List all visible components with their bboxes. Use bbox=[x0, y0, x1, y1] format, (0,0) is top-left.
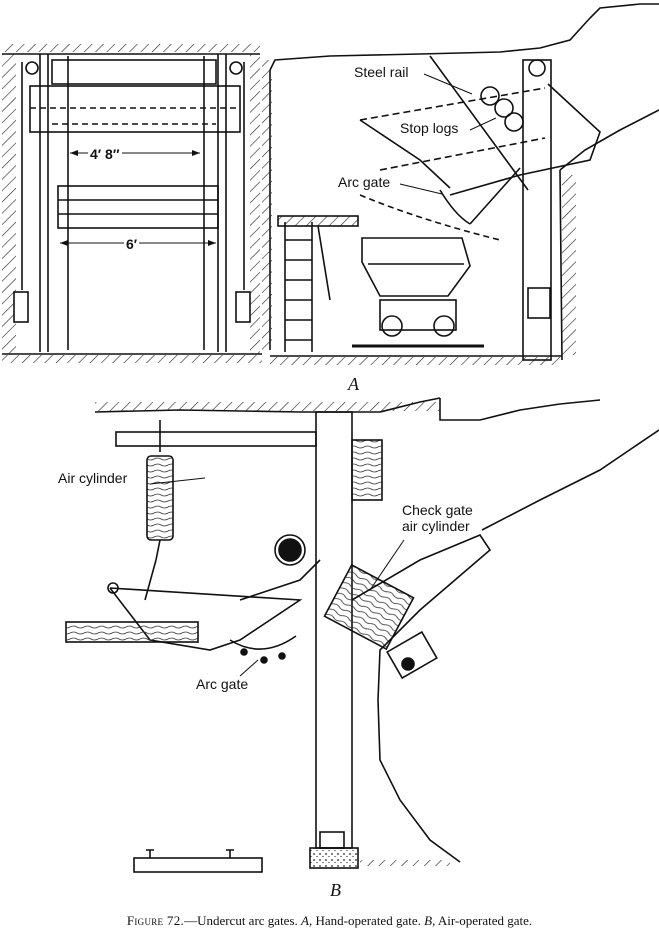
caption-b-text: , Air-operated gate. bbox=[432, 913, 533, 928]
figure-caption: Figure 72.—Undercut arc gates. A, Hand-o… bbox=[0, 913, 659, 929]
caption-title: —Undercut arc gates. bbox=[184, 913, 298, 928]
panel-a-front-view bbox=[2, 44, 262, 363]
panel-a-letter: A bbox=[348, 374, 359, 394]
caption-a-letter: A bbox=[301, 913, 309, 928]
caption-a-text: , Hand-operated gate. bbox=[308, 913, 421, 928]
panel-a-side-view bbox=[262, 3, 659, 365]
panel-b-view bbox=[65, 397, 659, 873]
caption-b-letter: B bbox=[424, 913, 433, 928]
leader-lines bbox=[149, 73, 497, 677]
dimension-inner-label: 4′ 8″ bbox=[88, 146, 122, 162]
arc-gate-label-a: Arc gate bbox=[338, 174, 391, 190]
check-gate-label-line1: Check gate bbox=[402, 502, 473, 518]
dimension-outer-label: 6′ bbox=[124, 236, 140, 252]
air-cylinder-label: Air cylinder bbox=[58, 470, 128, 486]
steel-rail-label: Steel rail bbox=[354, 64, 409, 80]
panel-b-letter: B bbox=[330, 880, 341, 900]
stop-logs-label: Stop logs bbox=[400, 120, 459, 136]
arc-gate-label-b: Arc gate bbox=[196, 676, 249, 692]
caption-figure-label: Figure 72. bbox=[126, 913, 185, 928]
check-gate-label-line2: air cylinder bbox=[402, 518, 470, 534]
